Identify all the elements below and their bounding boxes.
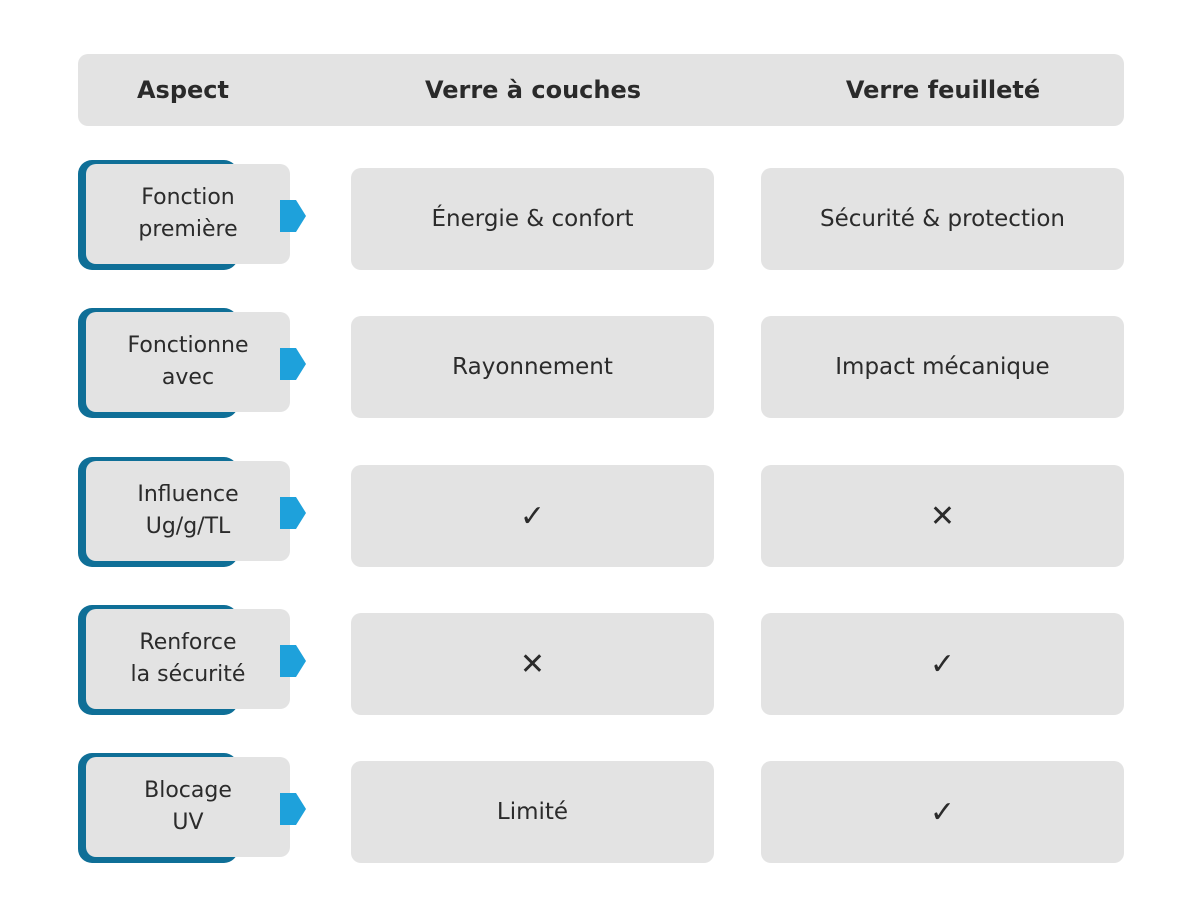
cross-icon: ✕	[519, 646, 546, 682]
cell-laminated-glass: ✓	[761, 613, 1124, 715]
cell-laminated-glass: ✓	[761, 761, 1124, 863]
aspect-label: Fonction première	[138, 185, 238, 242]
cell-coated-glass: Rayonnement	[351, 316, 714, 418]
header-laminated-glass: Verre feuilleté	[845, 76, 1041, 104]
cell-laminated-glass: ✕	[761, 465, 1124, 567]
cell-text: Énergie & confort	[431, 206, 634, 232]
check-icon: ✓	[519, 498, 546, 534]
aspect-label: Influence Ug/g/TL	[137, 482, 239, 539]
cell-coated-glass: Limité	[351, 761, 714, 863]
cell-laminated-glass: Sécurité & protection	[761, 168, 1124, 270]
table-row: Fonctionne avec Rayonnement Impact mécan…	[0, 308, 1200, 418]
table-row: Renforce la sécurité ✕ ✓	[0, 605, 1200, 715]
table-row: Influence Ug/g/TL ✓ ✕	[0, 457, 1200, 567]
arrow-pointer-icon	[280, 497, 306, 529]
aspect-card-body: Fonctionne avec	[86, 312, 290, 412]
aspect-card-body: Influence Ug/g/TL	[86, 461, 290, 561]
cell-coated-glass: Énergie & confort	[351, 168, 714, 270]
cell-text: Limité	[496, 799, 569, 825]
cell-coated-glass: ✓	[351, 465, 714, 567]
arrow-pointer-icon	[280, 645, 306, 677]
table-row: Blocage UV Limité ✓	[0, 753, 1200, 863]
arrow-pointer-icon	[280, 793, 306, 825]
aspect-label: Renforce la sécurité	[130, 630, 246, 687]
cell-laminated-glass: Impact mécanique	[761, 316, 1124, 418]
aspect-card: Fonctionne avec	[78, 308, 290, 418]
aspect-label: Blocage UV	[144, 778, 232, 835]
aspect-card: Influence Ug/g/TL	[78, 457, 290, 567]
header-aspect: Aspect	[136, 76, 229, 104]
aspect-card: Fonction première	[78, 160, 290, 270]
header-coated-glass: Verre à couches	[424, 76, 642, 104]
arrow-pointer-icon	[280, 200, 306, 232]
cross-icon: ✕	[929, 498, 956, 534]
table-header: Aspect Verre à couches Verre feuilleté	[78, 54, 1124, 126]
cell-coated-glass: ✕	[351, 613, 714, 715]
table-row: Fonction première Énergie & confort Sécu…	[0, 160, 1200, 270]
aspect-label: Fonctionne avec	[127, 333, 249, 390]
cell-text: Rayonnement	[452, 354, 613, 380]
aspect-card-body: Renforce la sécurité	[86, 609, 290, 709]
aspect-card: Blocage UV	[78, 753, 290, 863]
cell-text: Sécurité & protection	[819, 206, 1066, 232]
check-icon: ✓	[929, 646, 956, 682]
arrow-pointer-icon	[280, 348, 306, 380]
aspect-card-body: Fonction première	[86, 164, 290, 264]
cell-text: Impact mécanique	[835, 354, 1050, 380]
aspect-card-body: Blocage UV	[86, 757, 290, 857]
check-icon: ✓	[929, 794, 956, 830]
aspect-card: Renforce la sécurité	[78, 605, 290, 715]
